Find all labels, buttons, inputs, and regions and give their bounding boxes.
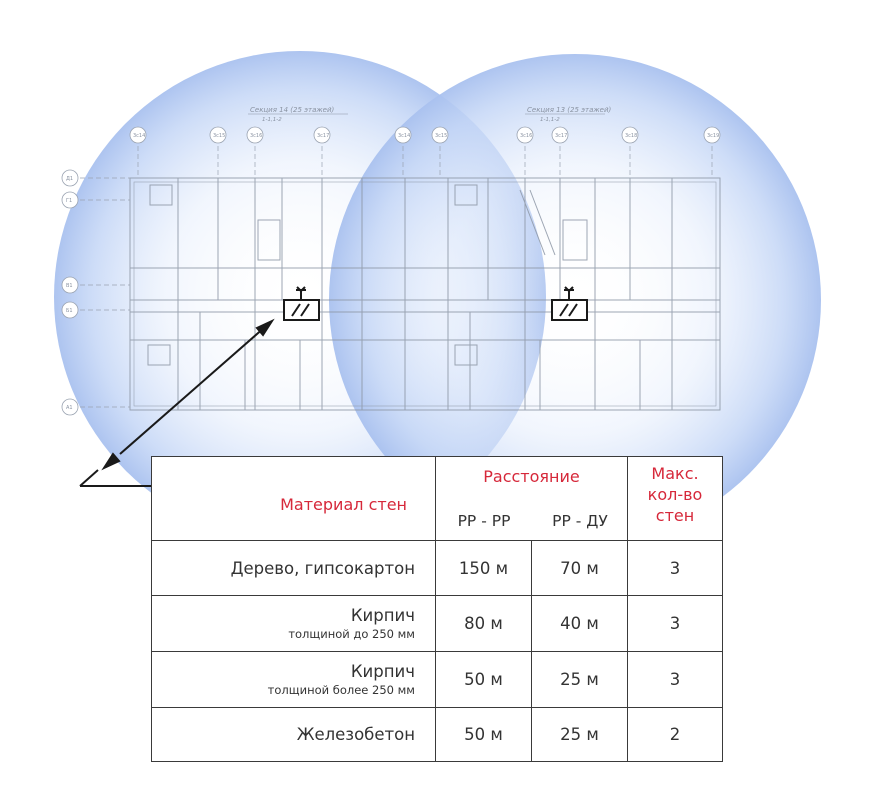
header-distance-cell: Расстояние РР - РР РР - ДУ	[435, 456, 628, 541]
router-icon	[283, 286, 320, 321]
axis-label: 3с15	[435, 133, 447, 139]
material-name: Железобетон	[296, 725, 415, 744]
header-max-walls-cell: Макс. кол-во стен	[627, 456, 723, 541]
material-note: толщиной до 250 мм	[288, 627, 415, 641]
rr-rr-value: 50 м	[435, 651, 532, 708]
material-cell: Кирпич толщиной более 250 мм	[151, 651, 436, 708]
building-walls	[129, 177, 721, 411]
section-left-subtitle: 1-1,1-2	[262, 117, 282, 123]
header-distance: Расстояние	[483, 467, 580, 486]
axis-label: В1	[66, 283, 73, 289]
axis-label: 3с17	[555, 133, 567, 139]
walls-value: 3	[627, 651, 723, 708]
callout-arrow	[79, 318, 275, 487]
material-cell: Железобетон	[151, 707, 436, 762]
walls-value: 3	[627, 595, 723, 652]
header-material: Материал стен	[280, 495, 407, 514]
header-max-walls-2: кол-во	[647, 485, 703, 504]
axis-label: А1	[66, 405, 73, 411]
grid-axes	[80, 138, 713, 408]
material-name: Кирпич	[350, 606, 415, 625]
material-note: толщиной более 250 мм	[267, 683, 415, 697]
header-rr-rr: РР - РР	[457, 512, 511, 530]
axis-markers	[61, 126, 721, 416]
header-max-walls-3: стен	[655, 506, 695, 525]
walls-value: 3	[627, 540, 723, 596]
axis-label: Г1	[66, 198, 72, 204]
rr-rr-value: 80 м	[435, 595, 532, 652]
axis-label: 3с14	[398, 133, 410, 139]
axis-label: 3с15	[213, 133, 225, 139]
table-row: Кирпич толщиной до 250 мм 80 м 40 м 3	[151, 595, 723, 652]
axis-label: 3с14	[133, 133, 145, 139]
rr-du-value: 40 м	[531, 595, 628, 652]
table-row: Дерево, гипсокартон 150 м 70 м 3	[151, 540, 723, 596]
axis-label: Б1	[66, 308, 73, 314]
axis-label: 3с16	[520, 133, 532, 139]
material-cell: Дерево, гипсокартон	[151, 540, 436, 596]
rr-du-value: 70 м	[531, 540, 628, 596]
axis-label: 3с19	[707, 133, 719, 139]
header-max-walls-1: Макс.	[651, 464, 699, 483]
axis-label: Д1	[66, 176, 73, 182]
axis-label: 3с18	[625, 133, 637, 139]
section-right-title: Секция 13 (25 этажей)	[527, 106, 612, 114]
material-cell: Кирпич толщиной до 250 мм	[151, 595, 436, 652]
material-name: Кирпич	[350, 662, 415, 681]
walls-value: 2	[627, 707, 723, 762]
rr-du-value: 25 м	[531, 707, 628, 762]
axis-label: 3с17	[317, 133, 329, 139]
table-row: Железобетон 50 м 25 м 2	[151, 707, 723, 762]
rr-du-value: 25 м	[531, 651, 628, 708]
rr-rr-value: 50 м	[435, 707, 532, 762]
section-right-subtitle: 1-1,1-2	[540, 117, 560, 123]
header-rr-du: РР - ДУ	[552, 512, 608, 530]
table-row: Кирпич толщиной более 250 мм 50 м 25 м 3	[151, 651, 723, 708]
material-name: Дерево, гипсокартон	[230, 558, 415, 578]
rr-rr-value: 150 м	[435, 540, 532, 596]
axis-label: 3с16	[250, 133, 262, 139]
router-icon	[551, 286, 588, 321]
header-material-cell: Материал стен	[151, 456, 436, 541]
wall-material-table: Материал стен Расстояние РР - РР РР - ДУ…	[151, 456, 723, 762]
section-left-title: Секция 14 (25 этажей)	[250, 106, 335, 114]
